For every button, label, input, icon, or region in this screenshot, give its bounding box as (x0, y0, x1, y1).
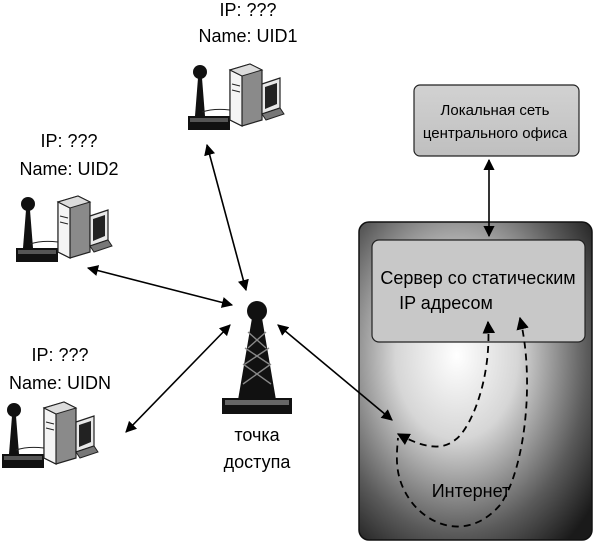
office-lan-box (413, 84, 580, 157)
access-point-tower-icon (222, 301, 292, 414)
access-point-label-line1: точка (234, 425, 280, 445)
client-uidn-name: Name: UIDN (9, 373, 111, 393)
client-uidn-ip: IP: ??? (31, 345, 88, 365)
internet-path-inner (396, 320, 496, 448)
server-label-line2: IP адресом (399, 293, 493, 313)
computer-uidn-icon (1, 401, 99, 469)
internet-path-outer (395, 316, 529, 528)
server-label-line1: Сервер со статическим (380, 268, 575, 288)
link-ap-internet (277, 324, 393, 421)
client-uid1-name: Name: UID1 (198, 26, 297, 46)
access-point-label-line2: доступа (224, 452, 292, 472)
link-ap-uid1 (204, 143, 249, 292)
server-box (371, 239, 586, 343)
computer-uid2-icon (15, 195, 113, 263)
client-uid1-ip: IP: ??? (219, 0, 276, 20)
link-ap-uid2 (86, 265, 234, 308)
office-lan-label-line2: центрального офиса (423, 125, 568, 142)
internet-label: Интернет (432, 481, 511, 501)
client-uid2-name: Name: UID2 (19, 159, 118, 179)
computer-uid1-icon (187, 63, 285, 131)
office-lan-label-line1: Локальная сеть (441, 102, 550, 119)
link-ap-uidn (125, 324, 231, 433)
client-uid2-ip: IP: ??? (40, 131, 97, 151)
